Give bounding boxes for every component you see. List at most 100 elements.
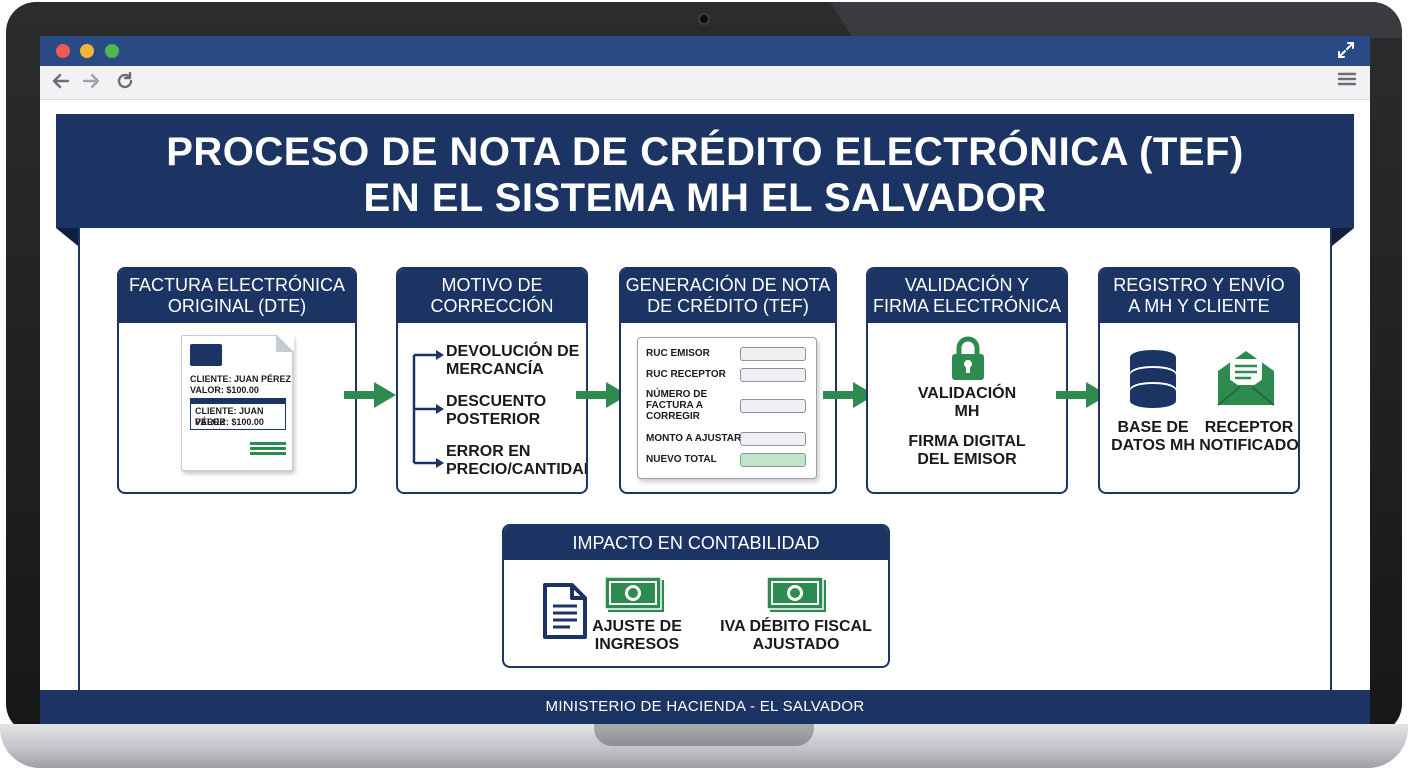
database-icon <box>1130 350 1176 408</box>
browser-window: PROCESO DE NOTA DE CRÉDITO ELECTRÓNICA (… <box>40 36 1370 724</box>
step-title-line: VALIDACIÓN Y <box>904 275 1030 295</box>
credit-note-form: RUC EMISOR RUC RECEPTOR NÚMERO DE FACTUR… <box>637 337 817 479</box>
field-label-text: RUC RECEPTOR <box>646 369 726 380</box>
field-label-text: CORREGIR <box>646 411 700 422</box>
step-header: MOTIVO DE CORRECCIÓN <box>398 269 586 323</box>
hamburger-menu-icon[interactable] <box>1336 68 1358 96</box>
banner-fold-left <box>56 228 78 246</box>
impact-title: IMPACTO EN CONTABILIDAD <box>504 526 888 560</box>
receptor-line: NOTIFICADO <box>1199 437 1299 454</box>
field-label-amount: MONTO A AJUSTAR <box>646 433 741 444</box>
page-title-line-2: EN EL SISTEMA MH EL SALVADOR <box>363 176 1047 220</box>
impact-line: IVA DÉBITO FISCAL <box>720 618 872 635</box>
step-title-line: ORIGINAL (DTE) <box>167 296 307 316</box>
step-correction-reason: MOTIVO DE CORRECCIÓN DEVOLUCIÓN DE MERCA… <box>396 267 588 494</box>
field-label-text: FACTURA A <box>646 400 704 411</box>
reason-text: MERCANCÍA <box>446 361 544 378</box>
step-header: VALIDACIÓN Y FIRMA ELECTRÓNICA <box>868 269 1066 323</box>
browser-toolbar <box>40 66 1370 100</box>
amount-input[interactable] <box>740 432 806 446</box>
validation-mh-text: VALIDACIÓN MH <box>868 385 1066 421</box>
document-icon <box>543 583 587 639</box>
impact-line: AJUSTE DE <box>592 618 682 635</box>
minimize-window-button[interactable] <box>80 44 94 58</box>
ruc-receptor-input[interactable] <box>740 368 806 382</box>
signature-line: FIRMA DIGITAL <box>908 433 1026 450</box>
invoice-total-line <box>250 452 286 455</box>
step-validation-signature: VALIDACIÓN Y FIRMA ELECTRÓNICA VALIDACIÓ… <box>866 267 1068 494</box>
flow-arrow-3 <box>823 382 875 408</box>
step-title-line: CORRECCIÓN <box>430 296 554 316</box>
envelope-icon <box>1217 351 1275 406</box>
arrow-right-icon[interactable] <box>80 70 102 98</box>
page-footer: MINISTERIO DE HACIENDA - EL SALVADOR <box>40 690 1370 724</box>
database-line: DATOS MH <box>1111 437 1195 454</box>
accounting-impact-box: IMPACTO EN CONTABILIDAD AJUSTE DE INGRES… <box>502 524 890 668</box>
step-header: REGISTRO Y ENVÍO A MH Y CLIENTE <box>1100 269 1298 323</box>
invoice-value: VALOR: $100.00 <box>190 385 259 395</box>
flow-arrow-1 <box>344 382 396 408</box>
reason-text: DESCUENTO <box>446 393 547 410</box>
invoice-detail-box: CLIENTE: JUAN PÉREZ VALOR: $100.00 <box>190 398 286 430</box>
invoice-client: CLIENTE: JUAN PÉREZ <box>190 374 292 384</box>
step-title-line: FACTURA ELECTRÓNICA <box>128 275 346 295</box>
impact-line: AJUSTADO <box>752 636 840 653</box>
database-mh-text: BASE DE DATOS MH <box>1100 419 1206 455</box>
banner-fold-right <box>1332 228 1354 246</box>
reload-icon[interactable] <box>114 70 136 99</box>
reason-item: DEVOLUCIÓN DE MERCANCÍA <box>446 343 579 379</box>
lock-icon <box>952 336 984 380</box>
step-original-invoice: FACTURA ELECTRÓNICA ORIGINAL (DTE) CLIEN… <box>117 267 357 494</box>
reason-item: ERROR EN PRECIO/CANTIDAD <box>446 443 588 479</box>
receptor-line: RECEPTOR <box>1204 419 1294 436</box>
close-window-button[interactable] <box>56 44 70 58</box>
money-icon <box>766 576 826 612</box>
revenue-adjustment-text: AJUSTE DE INGRESOS <box>582 618 692 654</box>
detail-value: VALOR: $100.00 <box>195 417 264 427</box>
field-label-text: NÚMERO DE <box>646 389 708 400</box>
reason-text: POSTERIOR <box>446 411 541 428</box>
database-line: BASE DE <box>1117 419 1189 436</box>
laptop-notch <box>594 724 814 746</box>
maximize-window-button[interactable] <box>105 44 119 58</box>
bezel-highlight <box>830 2 1402 38</box>
reason-branch-icon <box>412 350 444 468</box>
vat-adjustment-text: IVA DÉBITO FISCAL AJUSTADO <box>714 618 878 654</box>
step-title-line: A MH Y CLIENTE <box>1128 296 1270 316</box>
field-label-text: RUC EMISOR <box>646 348 710 359</box>
step-title-line: MOTIVO DE <box>441 275 543 295</box>
step-header: GENERACIÓN DE NOTA DE CRÉDITO (TEF) <box>621 269 835 323</box>
webcam-icon <box>698 13 710 25</box>
money-icon <box>604 576 664 612</box>
field-label-invoice-number: NÚMERO DE FACTURA A CORREGIR <box>646 389 707 422</box>
invoice-total-line <box>250 442 286 445</box>
invoice-document-icon: CLIENTE: JUAN PÉREZ VALOR: $100.00 CLIEN… <box>181 334 294 471</box>
step-title-line: FIRMA ELECTRÓNICA <box>872 296 1062 316</box>
expand-icon[interactable] <box>1336 40 1356 65</box>
field-label-text: NUEVO TOTAL <box>646 454 717 465</box>
title-banner: PROCESO DE NOTA DE CRÉDITO ELECTRÓNICA (… <box>56 114 1354 228</box>
flow-arrow-2 <box>576 382 628 408</box>
signature-line: DEL EMISOR <box>917 451 1017 468</box>
detail-box-bar <box>191 399 285 404</box>
window-titlebar <box>40 36 1370 66</box>
step-title-line: REGISTRO Y ENVÍO <box>1113 275 1285 295</box>
invoice-number-input[interactable] <box>740 399 806 413</box>
reason-text: PRECIO/CANTIDAD <box>446 461 588 478</box>
step-registration-delivery: REGISTRO Y ENVÍO A MH Y CLIENTE BASE DE <box>1098 267 1300 494</box>
validation-line: VALIDACIÓN <box>917 385 1017 402</box>
page-title-line-1: PROCESO DE NOTA DE CRÉDITO ELECTRÓNICA (… <box>166 130 1244 174</box>
receptor-notified-text: RECEPTOR NOTIFICADO <box>1196 419 1299 455</box>
new-total-input[interactable] <box>740 453 806 467</box>
invoice-total-line <box>250 447 286 450</box>
detail-client: CLIENTE: JUAN PÉREZ <box>195 406 264 427</box>
reason-item: DESCUENTO POSTERIOR <box>446 393 546 429</box>
field-label-new-total: NUEVO TOTAL <box>646 454 717 465</box>
step-title-line: GENERACIÓN DE NOTA <box>625 275 831 295</box>
arrow-left-icon[interactable] <box>50 70 72 98</box>
ruc-emisor-input[interactable] <box>740 347 806 361</box>
reason-text: DEVOLUCIÓN DE <box>446 343 580 360</box>
field-label-text: MONTO A AJUSTAR <box>646 433 742 444</box>
step-header: FACTURA ELECTRÓNICA ORIGINAL (DTE) <box>119 269 355 323</box>
field-label-ruc-receptor: RUC RECEPTOR <box>646 369 726 380</box>
